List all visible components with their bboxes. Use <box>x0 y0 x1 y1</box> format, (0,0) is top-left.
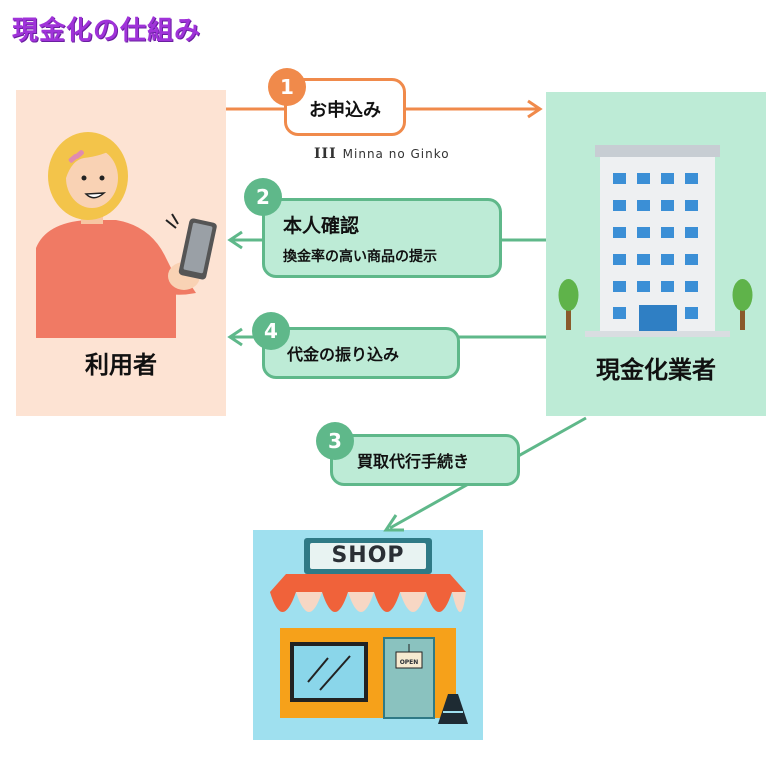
building-illustration <box>558 145 753 337</box>
step-4-box: 代金の振り込み <box>262 327 460 379</box>
step-2-line2: 換金率の高い商品の提示 <box>283 249 437 265</box>
watermark: III Minna no Ginko <box>314 146 450 162</box>
step-3-box: 買取代行手続き <box>330 434 520 486</box>
step-3-number: 3 <box>316 422 354 460</box>
step-2-box: 本人確認 換金率の高い商品の提示 <box>262 198 502 278</box>
open-sign: OPEN <box>399 659 419 666</box>
step-2-line1: 本人確認 <box>283 215 360 237</box>
user-label: 利用者 <box>85 351 157 379</box>
watermark-logo-icon: III <box>314 146 337 162</box>
step-1-label: お申込み <box>309 100 381 121</box>
shop-illustration <box>270 538 468 724</box>
business-label: 現金化業者 <box>596 356 716 384</box>
step-1-number: 1 <box>268 68 306 106</box>
page-title: 現金化の仕組み <box>12 16 202 46</box>
building-icon <box>600 157 715 333</box>
step-4-label: 代金の振り込み <box>287 345 400 364</box>
step-2-number: 2 <box>244 178 282 216</box>
tree-icon <box>732 279 753 311</box>
tree-icon <box>558 279 579 311</box>
user-sweater <box>36 220 176 338</box>
watermark-text: Minna no Ginko <box>342 147 450 161</box>
step-3-label: 買取代行手続き <box>357 452 470 471</box>
user-illustration <box>36 132 217 338</box>
step-4-number: 4 <box>252 312 290 350</box>
shop-sign: SHOP <box>331 543 405 568</box>
